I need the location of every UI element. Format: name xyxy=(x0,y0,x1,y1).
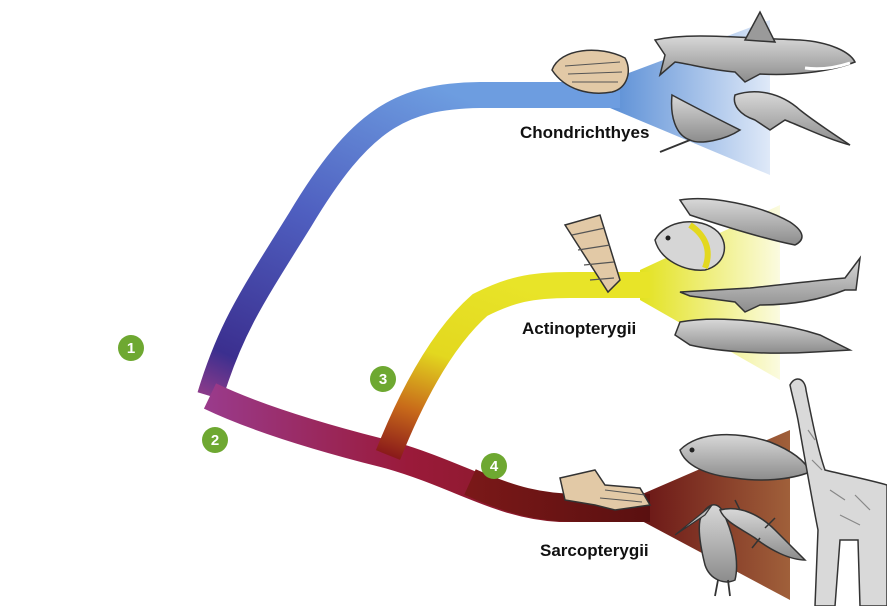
node-number: 3 xyxy=(379,371,387,388)
gar-icon xyxy=(675,319,850,353)
actinopterygii-branch xyxy=(388,285,650,455)
node-marker-2: 2 xyxy=(202,427,228,453)
node-marker-3: 3 xyxy=(370,366,396,392)
node-number: 4 xyxy=(490,458,499,475)
node-marker-4: 4 xyxy=(481,453,507,479)
actinopterygii-label: Actinopterygii xyxy=(522,319,636,338)
chondrichthyes-label: Chondrichthyes xyxy=(520,123,649,142)
sarcopterygii-label: Sarcopterygii xyxy=(540,541,649,560)
node-number: 2 xyxy=(211,432,219,449)
node-marker-1: 1 xyxy=(118,335,144,361)
node-number: 1 xyxy=(127,340,135,357)
giraffe-icon xyxy=(790,379,887,606)
